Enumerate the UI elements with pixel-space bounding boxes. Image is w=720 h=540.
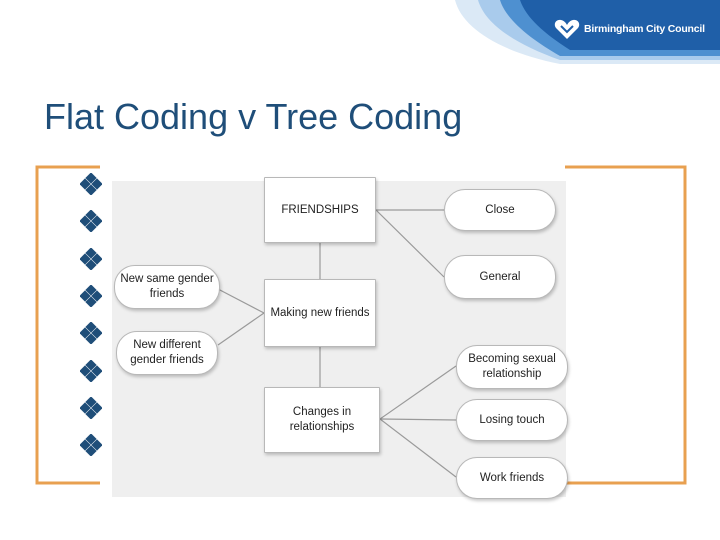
heart-logo-icon bbox=[554, 19, 580, 39]
header-swoosh-graphic bbox=[455, 0, 720, 64]
node-work-friends: Work friends bbox=[456, 457, 568, 499]
node-friendships: FRIENDSHIPS bbox=[264, 177, 376, 243]
diamond-bullet-icon bbox=[80, 173, 102, 195]
diamond-bullet-icon bbox=[80, 248, 102, 270]
node-losing-touch: Losing touch bbox=[456, 399, 568, 441]
node-changes-in-relationships: Changes in relationships bbox=[264, 387, 380, 453]
diamond-bullet-icon bbox=[80, 360, 102, 382]
node-new-different-gender-friends: New different gender friends bbox=[116, 331, 218, 375]
node-making-new-friends: Making new friends bbox=[264, 279, 376, 347]
node-general: General bbox=[444, 255, 556, 299]
node-close: Close bbox=[444, 189, 556, 231]
diamond-bullet-icon bbox=[80, 210, 102, 232]
diamond-bullet-icon bbox=[80, 434, 102, 456]
node-becoming-sexual-relationship: Becoming sexual relationship bbox=[456, 345, 568, 389]
diagram-connectors bbox=[217, 209, 457, 478]
node-new-same-gender-friends: New same gender friends bbox=[114, 265, 220, 309]
tree-coding-diagram: FRIENDSHIPS Making new friends Changes i… bbox=[112, 177, 568, 499]
council-logo: Birmingham City Council bbox=[554, 18, 705, 40]
logo-text: Birmingham City Council bbox=[584, 23, 705, 35]
slide-title: Flat Coding v Tree Coding bbox=[44, 96, 463, 137]
diamond-bullet-icon bbox=[80, 397, 102, 419]
diamond-bullet-icon bbox=[80, 322, 102, 344]
diamond-bullet-icon bbox=[80, 285, 102, 307]
